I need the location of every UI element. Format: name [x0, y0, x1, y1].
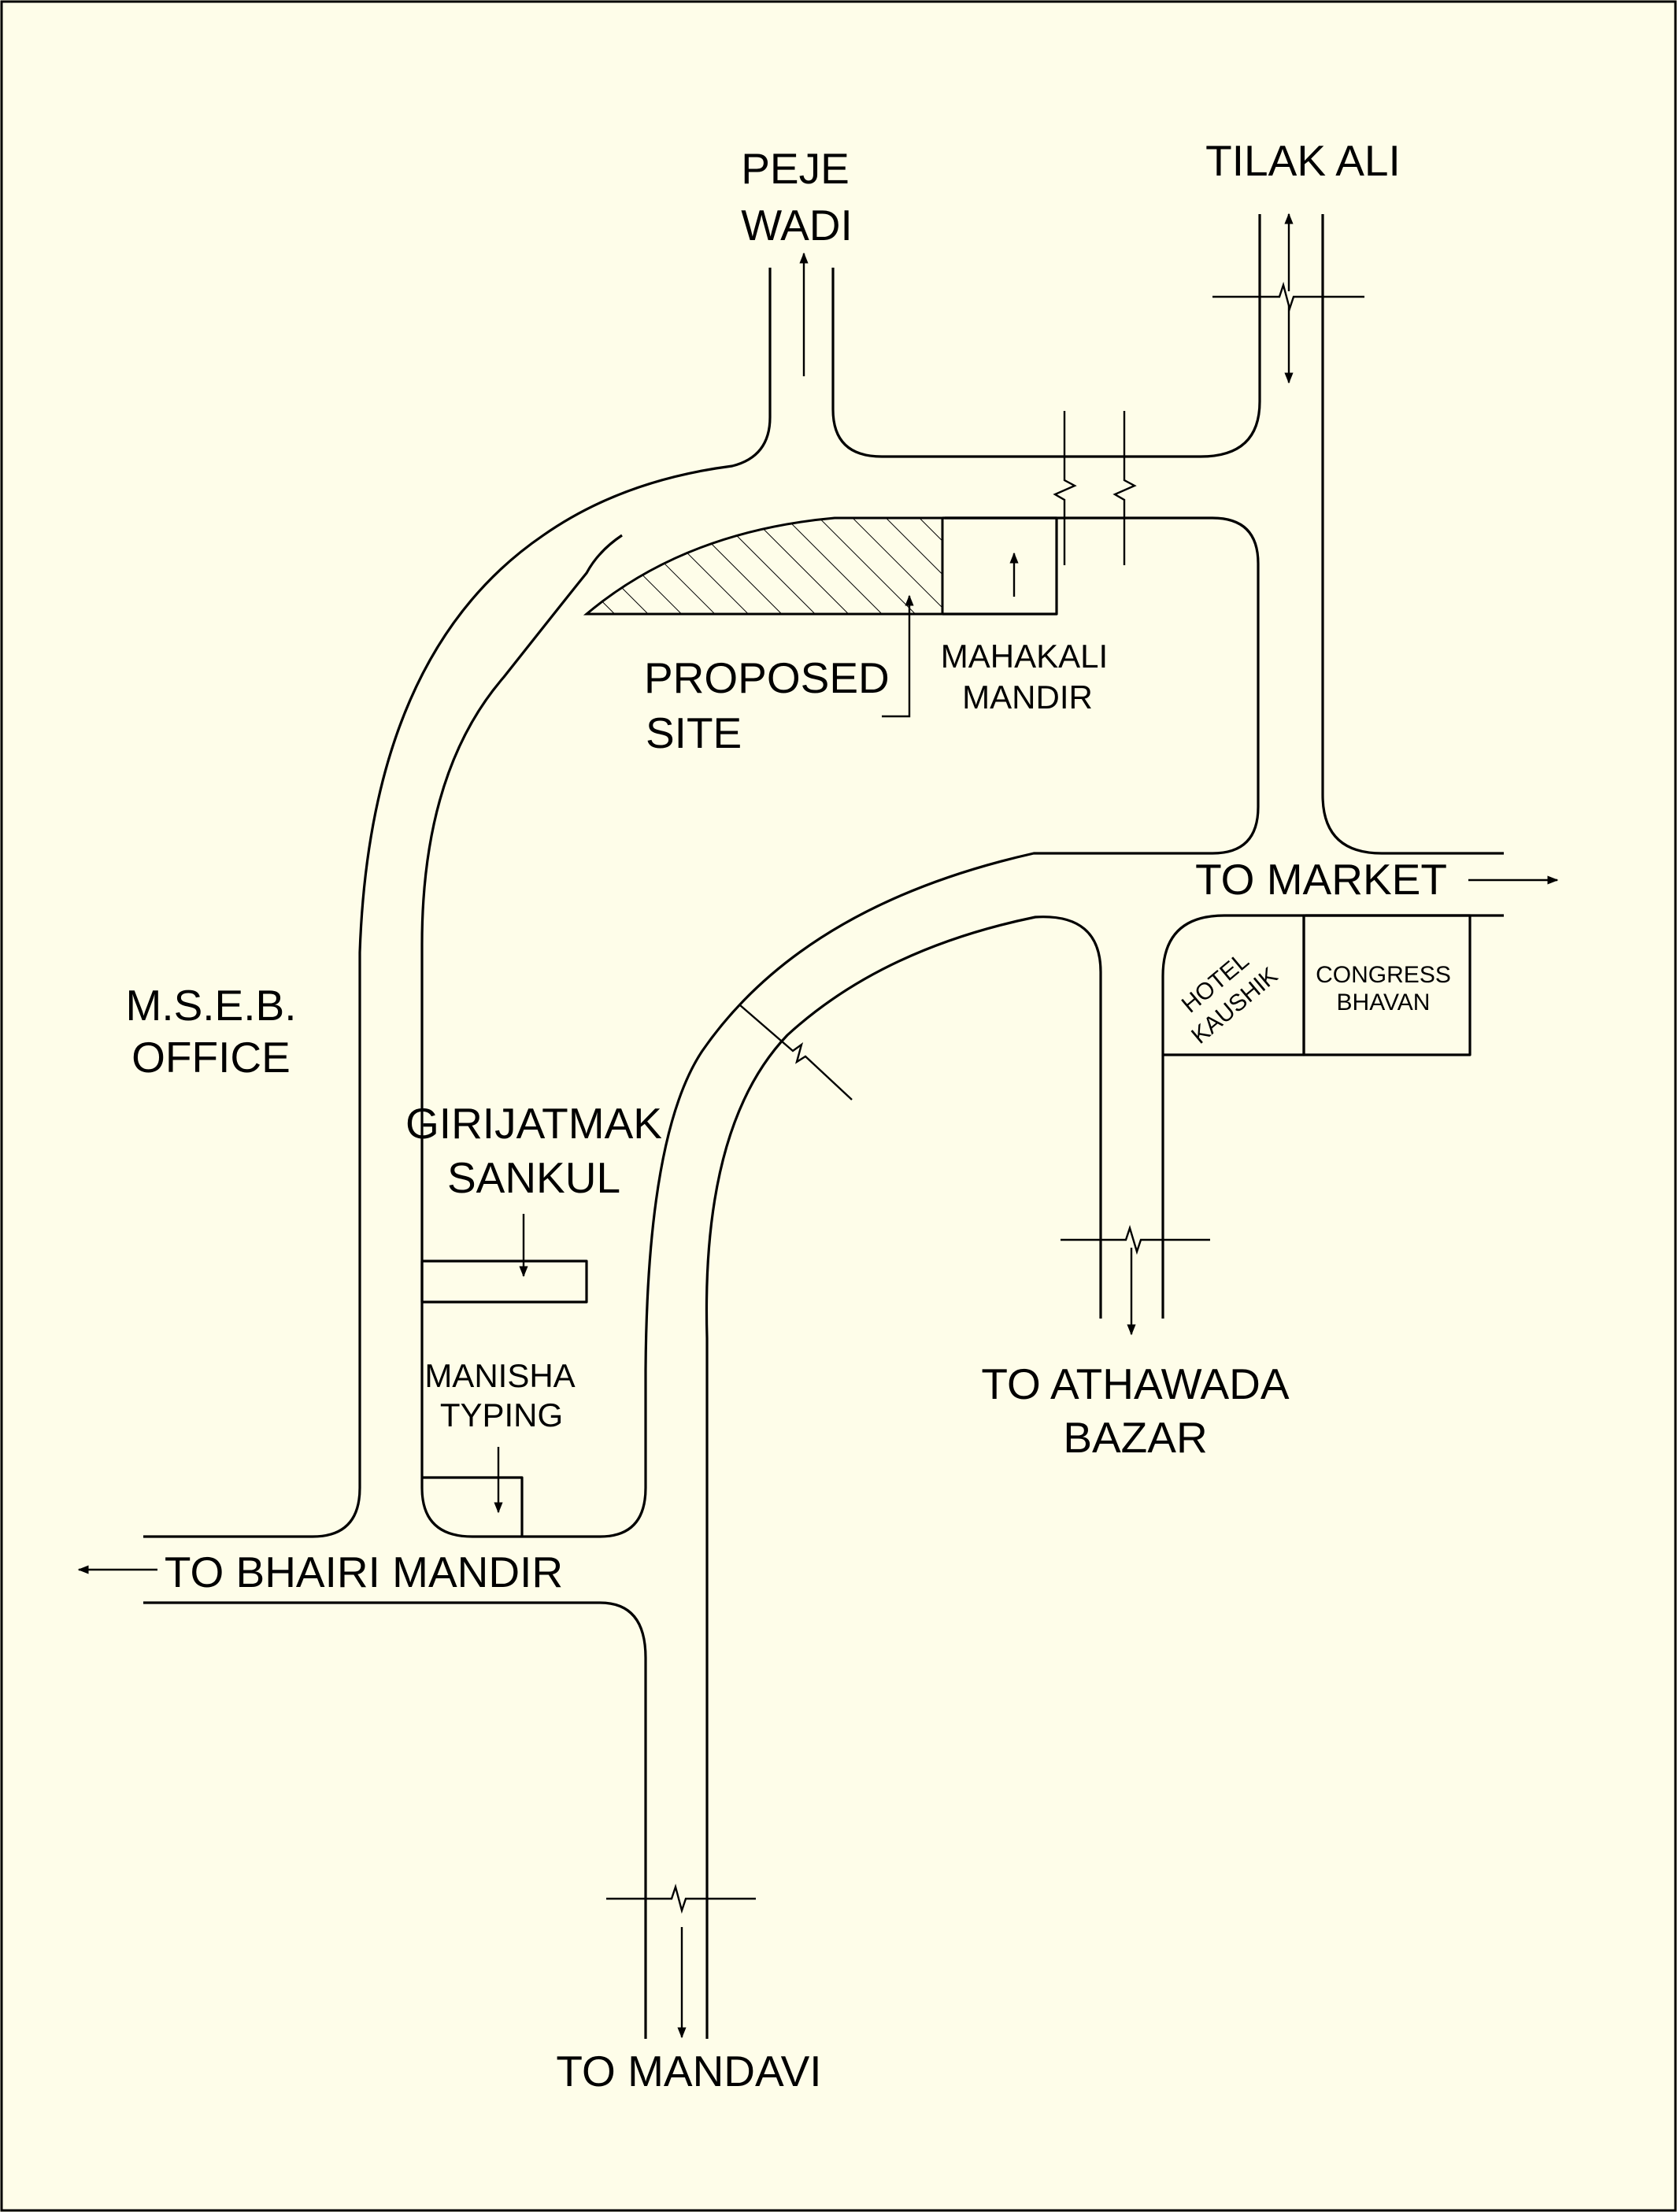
label-hotel-kaushik: HOTEL KAUSHIK	[1177, 948, 1283, 1049]
label-to-athawada: TO ATHAWADA	[981, 1359, 1289, 1408]
mahakali-mandir-box	[942, 516, 1058, 616]
break-line-mahakali-a	[1053, 411, 1077, 565]
label-congress: CONGRESS	[1316, 962, 1451, 988]
road-peje-to-tilak	[831, 214, 1261, 458]
label-typing: TYPING	[440, 1396, 563, 1433]
label-mseb: M.S.E.B.	[126, 981, 297, 1030]
manisha-typing-box	[422, 1476, 524, 1537]
road-bhairi-lower-edge	[143, 1601, 647, 2039]
break-line-tilak	[1212, 281, 1364, 313]
label-bazar: BAZAR	[1063, 1413, 1207, 1462]
hotel-kaushik-box	[1161, 914, 1305, 1056]
label-peje: PEJE	[741, 144, 850, 193]
road-athawada-left	[705, 916, 1102, 2039]
road-inner-left-edge	[420, 516, 1260, 1538]
label-mandir: MANDIR	[962, 679, 1093, 716]
break-line-mandavi	[606, 1883, 756, 1914]
girijatmak-sankul-box	[420, 1260, 588, 1304]
arrow-proposed-site	[882, 594, 914, 718]
congress-bhavan-box	[1302, 914, 1472, 1056]
label-proposed: PROPOSED	[644, 653, 890, 702]
break-line-athawada	[1061, 1225, 1210, 1255]
label-girijatmak: GIRIJATMAK	[405, 1099, 662, 1148]
label-to-bhairi-mandir: TO BHAIRI MANDIR	[165, 1548, 563, 1596]
proposed-site-area	[583, 516, 944, 616]
road-tilak-right-edge	[1321, 214, 1504, 855]
label-office: OFFICE	[131, 1033, 291, 1082]
label-sankul: SANKUL	[447, 1153, 620, 1202]
road-outer-left-edge	[143, 268, 772, 1538]
label-to-market: TO MARKET	[1195, 855, 1447, 904]
label-manisha: MANISHA	[424, 1357, 575, 1394]
label-wadi: WADI	[741, 201, 853, 250]
break-line-diagonal	[739, 1004, 853, 1100]
label-bhavan: BHAVAN	[1337, 989, 1431, 1015]
label-mahakali: MAHAKALI	[941, 638, 1108, 675]
label-tilak-ali: TILAK ALI	[1205, 136, 1401, 185]
label-to-mandavi: TO MANDAVI	[556, 2047, 821, 2095]
label-site: SITE	[646, 708, 742, 757]
break-line-mahakali-b	[1112, 411, 1137, 565]
